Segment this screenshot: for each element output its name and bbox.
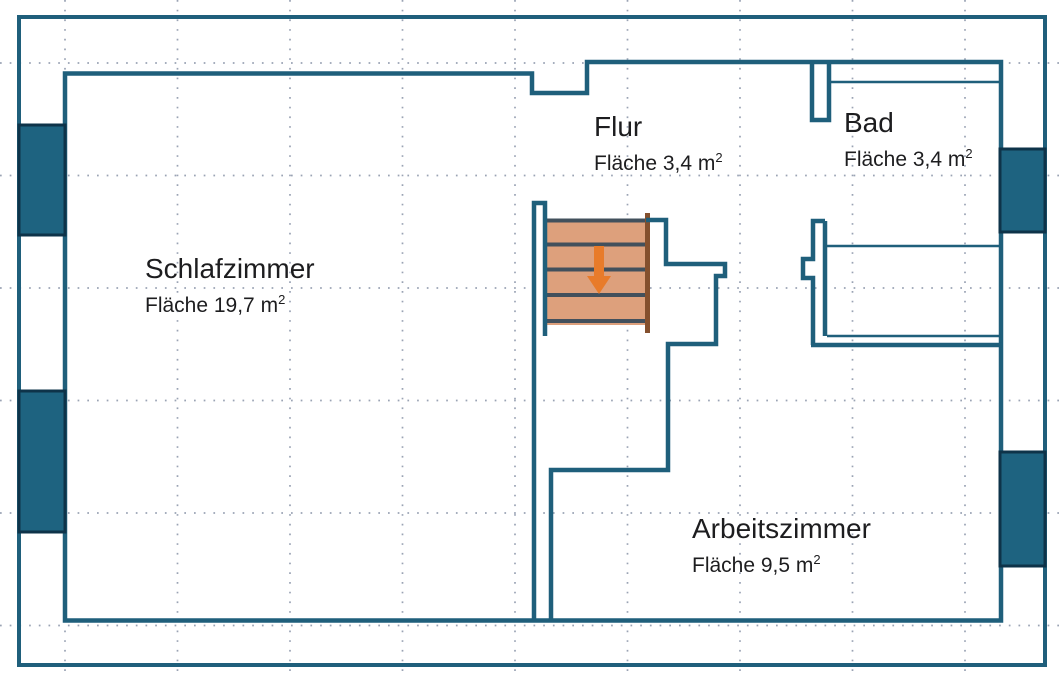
- wall-flur-arbeitszimmer: [548, 217, 728, 620]
- room-name: Schlafzimmer: [145, 253, 315, 284]
- room-label-bad: Bad Fläche 3,4 m2: [844, 107, 973, 172]
- bathtub: [827, 244, 1001, 338]
- wall-schlafzimmer-flur: [531, 200, 548, 620]
- room-label-schlafzimmer: Schlafzimmer Fläche 19,7 m2: [145, 253, 315, 318]
- room-area: Fläche 19,7 m2: [145, 292, 286, 318]
- bad-walls: [800, 80, 1002, 348]
- room-label-flur: Flur Fläche 3,4 m2: [594, 111, 723, 176]
- room-name: Arbeitszimmer: [692, 513, 871, 544]
- room-area: Fläche 9,5 m2: [692, 552, 821, 578]
- room-name: Bad: [844, 107, 894, 138]
- down-arrow-icon: [587, 246, 611, 294]
- room-area: Fläche 3,4 m2: [844, 146, 973, 172]
- window-left-lower: [17, 389, 67, 534]
- outer-wall-frame: [17, 15, 1047, 667]
- bad-door: [809, 62, 832, 123]
- window-right-lower: [998, 450, 1047, 568]
- room-area: Fläche 3,4 m2: [594, 150, 723, 176]
- room-label-arbeitszimmer: Arbeitszimmer Fläche 9,5 m2: [692, 513, 871, 578]
- windows: [17, 123, 1047, 568]
- wall-bad-left: [800, 218, 825, 345]
- exterior-wall-outline: [62, 59, 1004, 623]
- room-name: Flur: [594, 111, 643, 142]
- window-right-upper: [998, 147, 1047, 234]
- window-left-upper: [17, 123, 67, 237]
